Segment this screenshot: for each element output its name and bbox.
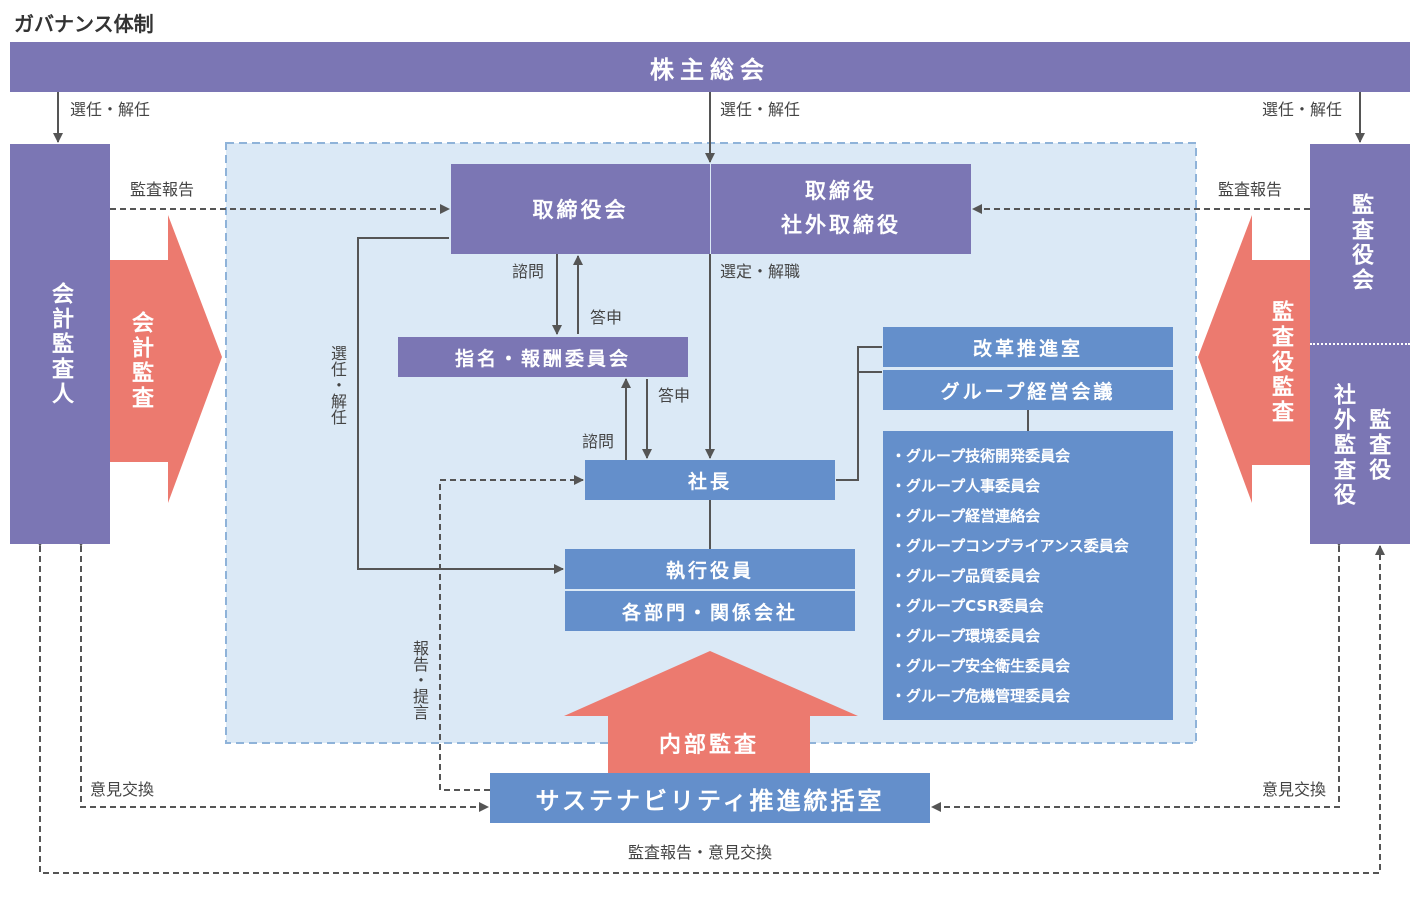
- audit-report-left-label: 監査報告: [130, 180, 195, 199]
- consult-2-label: 諮問: [582, 432, 615, 451]
- elect-vertical-label: 選任・解任: [328, 345, 347, 425]
- auditor-audit-label: 監査役監査: [1268, 299, 1293, 425]
- president-box: 社長: [585, 460, 835, 500]
- answer-2-label: 答申: [658, 386, 691, 405]
- audit-report-right-label: 監査報告: [1218, 180, 1283, 199]
- accounting-auditor-box: 会計監査人: [10, 144, 110, 544]
- executive-officers-box: 執行役員: [565, 549, 855, 589]
- president-reform-line: [836, 346, 882, 481]
- elect-left-label: 選任・解任: [70, 100, 151, 119]
- committee-item: ・グループ品質委員会: [891, 567, 1041, 585]
- nomination-committee-box: 指名・報酬委員会: [398, 337, 688, 377]
- committee-item: ・グループ人事委員会: [891, 477, 1041, 495]
- elect-center-label: 選任・解任: [720, 100, 801, 119]
- board-of-directors-box: 取締役会: [451, 164, 710, 254]
- appoint-dismiss-label: 選定・解職: [720, 262, 801, 281]
- committees-box: ・グループ技術開発委員会 ・グループ人事委員会 ・グループ経営連絡会 ・グループ…: [883, 431, 1173, 720]
- exchange-left-label: 意見交換: [90, 780, 155, 799]
- audit-board-column: 監査役会 監査役 社外監査役: [1310, 144, 1410, 544]
- audit-members-box: 監査役 社外監査役: [1330, 382, 1391, 508]
- elect-right-label: 選任・解任: [1262, 100, 1343, 119]
- committee-list: ・グループ技術開発委員会 ・グループ人事委員会 ・グループ経営連絡会 ・グループ…: [891, 441, 1129, 711]
- report-propose-label: 報告・提言: [410, 640, 429, 720]
- committee-item: ・グループコンプライアンス委員会: [891, 537, 1129, 555]
- answer-1-label: 答申: [590, 308, 623, 327]
- committee-item: ・グループ経営連絡会: [891, 507, 1041, 525]
- shareholders-meeting-box: 株主総会: [10, 42, 1410, 92]
- reform-office-box: 改革推進室: [883, 327, 1173, 367]
- committee-item: ・グループ危機管理委員会: [891, 687, 1071, 705]
- exchange-right-label: 意見交換: [1262, 780, 1327, 799]
- bottom-exchange-label: 監査報告・意見交換: [628, 843, 773, 862]
- bottom-exchange-arrow: [35, 537, 1385, 874]
- sustainability-office-box: サステナビリティ推進統括室: [490, 773, 930, 823]
- exchange-left-arrow: [76, 537, 489, 812]
- auditor-audit-arrow: [1198, 215, 1310, 503]
- audit-board-divider: [1310, 343, 1410, 345]
- exchange-right-arrow: [931, 537, 1344, 812]
- committee-item: ・グループ技術開発委員会: [891, 447, 1071, 465]
- accounting-audit-arrow: [110, 215, 222, 503]
- committee-item: ・グループCSR委員会: [891, 597, 1044, 615]
- internal-audit-label: 内部監査: [658, 733, 759, 758]
- divisions-box: 各部門・関係会社: [565, 591, 855, 631]
- consult-1-label: 諮問: [512, 262, 545, 281]
- committee-item: ・グループ安全衛生委員会: [891, 657, 1071, 675]
- audit-board-box: 監査役会: [1348, 193, 1373, 293]
- diagram-title: ガバナンス体制: [14, 12, 154, 36]
- internal-audit-arrow: [564, 651, 858, 773]
- group-management-box: グループ経営会議: [883, 370, 1173, 410]
- committee-item: ・グループ環境委員会: [891, 627, 1041, 645]
- accounting-audit-label: 会計監査: [128, 311, 153, 411]
- directors-box: 取締役 社外取締役: [711, 164, 971, 254]
